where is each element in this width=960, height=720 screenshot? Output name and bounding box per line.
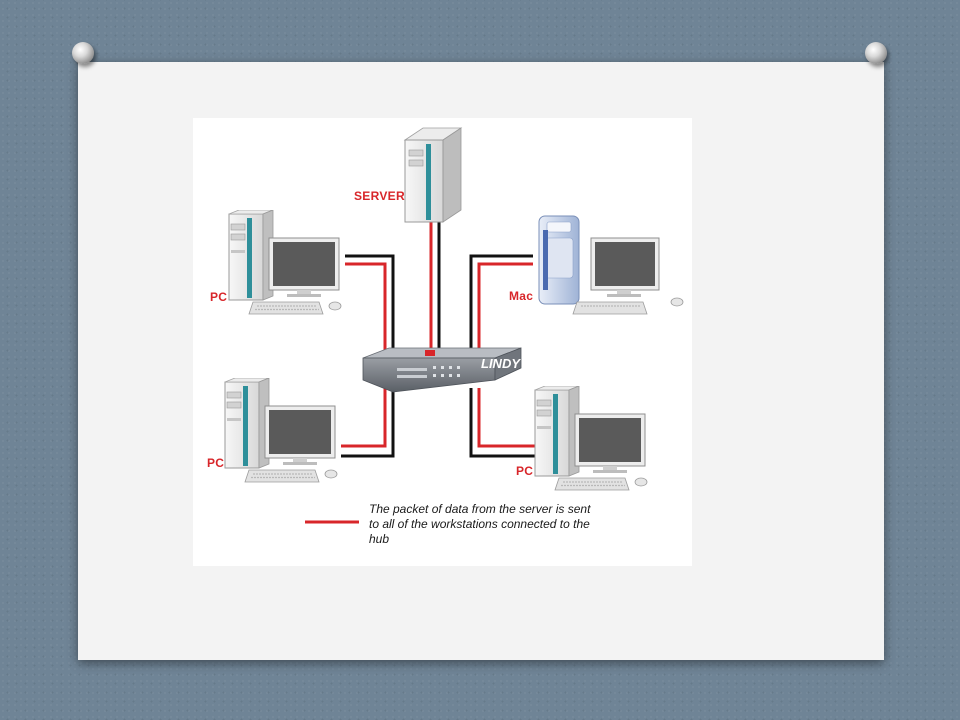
mac-workstation-icon <box>538 215 684 315</box>
pushpin-left-icon <box>72 42 94 64</box>
server-icon <box>403 127 463 223</box>
pc-bottom-left-label: PC <box>207 456 225 470</box>
cable-mac <box>469 254 533 363</box>
pc-top-left-label: PC <box>210 290 228 304</box>
cable-pc-bottom-right <box>469 388 537 458</box>
network-diagram: LINDY SERVER PC Mac PC PC The packet of … <box>193 118 692 566</box>
hub-icon: LINDY <box>362 347 522 393</box>
pc-bottom-right-label: PC <box>516 464 534 478</box>
data-paths <box>341 222 537 448</box>
data-path-pc-top-left <box>345 262 387 363</box>
mac-label: Mac <box>509 289 534 303</box>
server-label: SERVER <box>354 189 405 203</box>
cable-pc-top-left <box>345 254 395 363</box>
cables <box>341 222 537 458</box>
pc-bottom-right-icon <box>534 386 648 491</box>
data-path-pc-bottom-left <box>341 388 387 448</box>
data-path-pc-bottom-right <box>477 388 537 448</box>
data-path-mac <box>477 262 533 363</box>
legend-text: The packet of data from the server is se… <box>369 502 591 546</box>
hub-brand-label: LINDY <box>481 356 521 371</box>
pc-top-left-icon <box>228 210 342 315</box>
pushpin-right-icon <box>865 42 887 64</box>
pc-bottom-left-icon <box>224 378 338 483</box>
cable-pc-bottom-left <box>341 388 395 458</box>
